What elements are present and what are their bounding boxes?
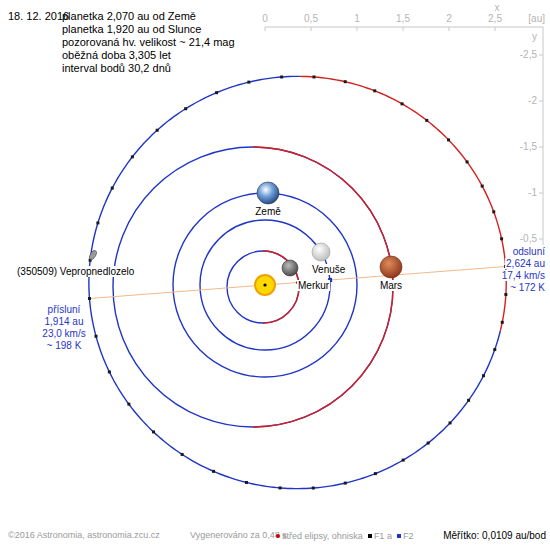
time-point <box>344 80 347 83</box>
info-line: interval bodů 30,2 dnů <box>62 62 171 74</box>
legend-text: F1 a <box>374 531 392 541</box>
planet-name: Mars <box>379 280 403 291</box>
aphelion-value: 2,624 au <box>505 258 546 269</box>
time-point <box>108 370 111 373</box>
axis-tick-label: 2,5 <box>488 13 502 24</box>
axis-tick-label: 2 <box>446 13 452 24</box>
axis-tick-label: -1,5 <box>520 141 537 152</box>
legend-item: střed elipsy, ohniska <box>276 531 363 541</box>
time-point <box>215 91 218 94</box>
orbit-arc <box>300 76 506 330</box>
mars-symbol <box>380 256 402 278</box>
scale-note: Měřítko: 0,0109 au/bod <box>443 530 546 541</box>
time-point <box>447 138 450 141</box>
axis <box>265 27 543 245</box>
legend-item: F1 a <box>368 531 392 541</box>
copyright-note: ©2016 Astronomia, astronomia.zcu.cz <box>8 531 160 541</box>
perihelion-value: ~ 198 K <box>46 340 83 351</box>
time-point <box>344 482 347 485</box>
time-point <box>279 486 282 489</box>
time-point <box>501 321 504 324</box>
axis-unit: [au] <box>528 13 545 24</box>
axis-tick-label: -2 <box>528 95 537 106</box>
legend: střed elipsy, ohniska F1 a F2 <box>276 531 413 541</box>
planet-orbits <box>113 147 393 427</box>
date: 18. 12. 2016 <box>8 10 69 22</box>
planet-name: Země <box>254 206 282 217</box>
time-point <box>493 348 496 351</box>
axis-tick-label: 1 <box>354 13 360 24</box>
time-point <box>374 472 377 475</box>
time-point <box>111 187 114 190</box>
axis-tick-label: -1 <box>528 187 537 198</box>
time-point <box>492 210 495 213</box>
perihelion-value: 1,914 au <box>44 316 85 327</box>
time-point <box>247 81 250 84</box>
legend-swatch <box>276 534 280 538</box>
time-point <box>373 89 376 92</box>
legend-text: střed elipsy, ohniska <box>282 531 363 541</box>
time-point <box>500 237 503 240</box>
info-line: pozorovaná hv. velikost ~ 21,4 mag <box>62 36 235 48</box>
legend-swatch <box>397 534 401 538</box>
mercury-symbol <box>282 260 298 276</box>
time-point <box>466 160 469 163</box>
venus-symbol <box>312 243 330 261</box>
time-point <box>280 75 283 78</box>
time-point <box>482 374 485 377</box>
axis-name: x <box>495 2 500 13</box>
time-point <box>131 155 134 158</box>
legend-item: F2 <box>397 531 414 541</box>
time-point <box>312 75 315 78</box>
time-point <box>156 129 159 132</box>
time-point <box>402 459 405 462</box>
aphelion-value: ~ 172 K <box>509 282 546 293</box>
time-point <box>96 221 99 224</box>
time-point <box>504 293 507 296</box>
time-point <box>127 403 130 406</box>
time-point <box>427 442 430 445</box>
info-line: planetka 1,920 au od Slunce <box>62 23 201 35</box>
perihelion-label: přísluní <box>47 304 82 315</box>
asteroid-name: (350509) Vepropnedlozelo <box>16 266 135 277</box>
time-point <box>152 430 155 433</box>
time-point <box>245 481 248 484</box>
planet-name: Venuše <box>311 264 346 275</box>
axis-tick-label: -0,5 <box>520 233 537 244</box>
earth-symbol <box>257 182 279 204</box>
time-point <box>212 470 215 473</box>
axis-name: y <box>532 31 537 42</box>
time-point <box>481 185 484 188</box>
time-point <box>449 421 452 424</box>
time-point <box>401 102 404 105</box>
axis-tick-label: 0,5 <box>304 13 318 24</box>
perihelion-value: 23,0 km/s <box>41 328 86 339</box>
info-line: oběžná doba 3,305 let <box>62 49 171 61</box>
time-point <box>467 399 470 402</box>
aphelion-value: 17,4 km/s <box>501 270 546 281</box>
legend-swatch <box>368 534 372 538</box>
time-point <box>312 487 315 490</box>
time-point <box>184 107 187 110</box>
axis-tick-label: 1,5 <box>396 13 410 24</box>
orbit-arc <box>89 299 500 489</box>
asteroid-orbit <box>88 75 507 489</box>
timing-note: Vygenerováno za 0,48 s <box>190 531 287 541</box>
legend-text: F2 <box>403 531 414 541</box>
info-line: planetka 2,070 au od Země <box>62 10 196 22</box>
axis-tick-label: 0 <box>262 13 268 24</box>
planet-name: Merkur <box>297 280 330 291</box>
aphelion-label: odsluní <box>512 246 546 257</box>
time-point <box>94 335 97 338</box>
asteroid-symbol <box>88 249 98 260</box>
sun-symbol <box>255 275 275 295</box>
time-point <box>181 453 184 456</box>
time-point <box>88 297 91 300</box>
axis-tick-label: -2,5 <box>520 49 537 60</box>
time-point <box>425 119 428 122</box>
